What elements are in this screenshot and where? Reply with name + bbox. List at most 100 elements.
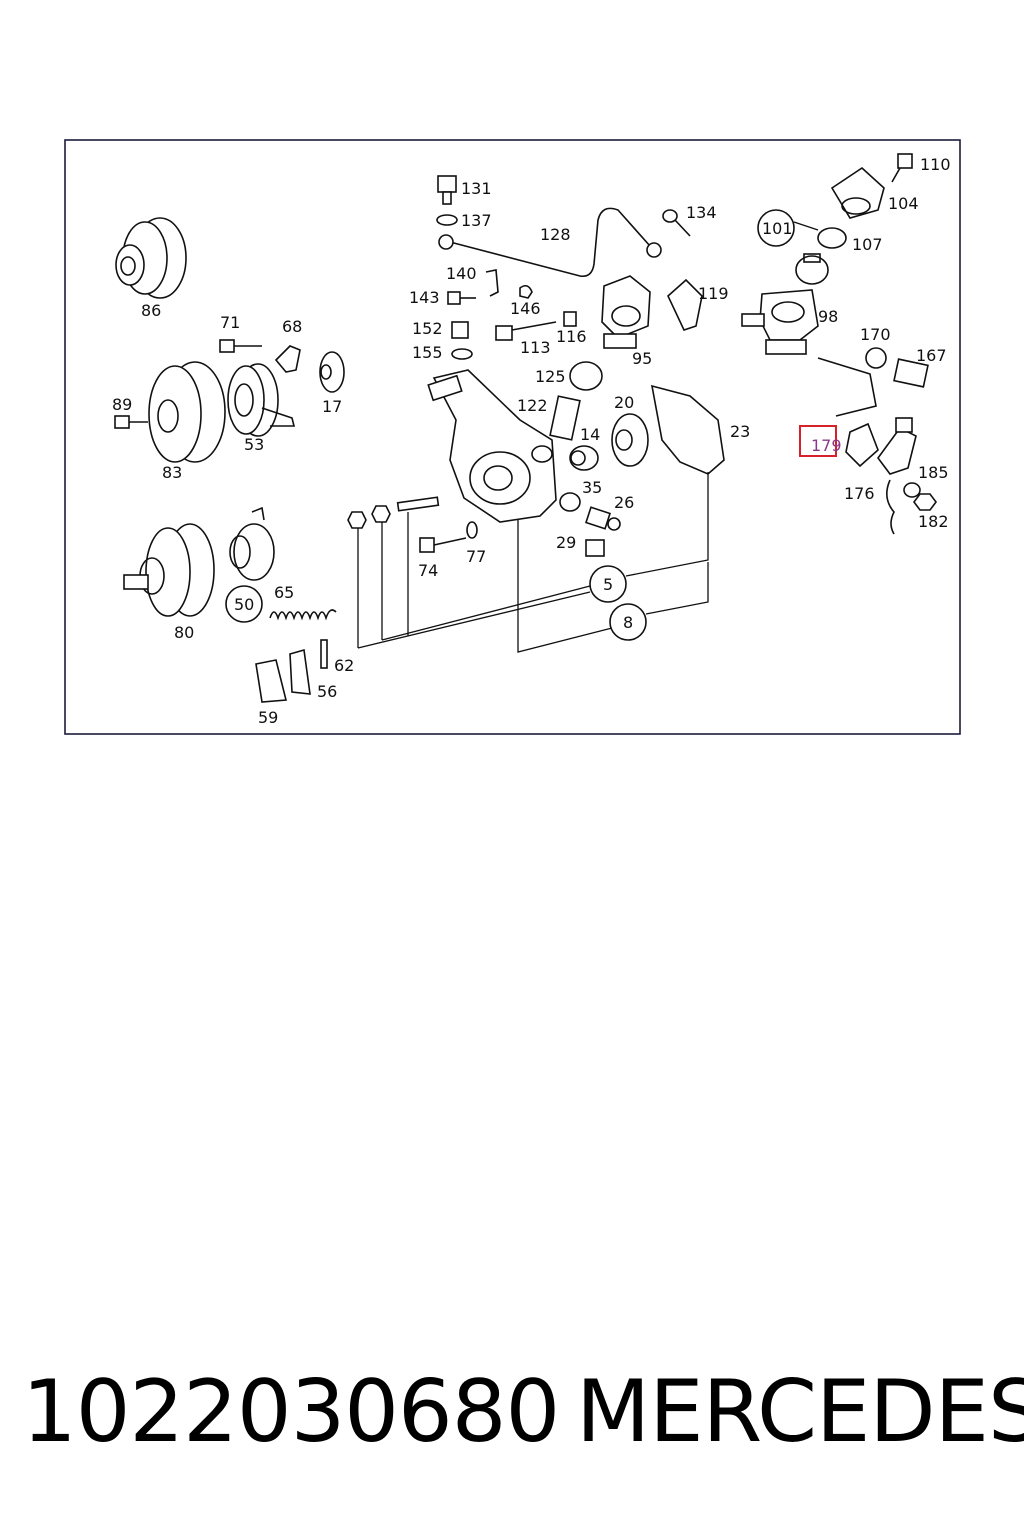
part-131-banjo-bolt-icon [437, 175, 457, 205]
callout-122: 122 [517, 396, 548, 415]
part-14-bushing-icon [569, 445, 599, 471]
part-26-fitting-icon [585, 506, 621, 531]
callout-137: 137 [461, 211, 492, 230]
callout-113: 113 [520, 338, 551, 357]
callout-56: 56 [317, 682, 337, 701]
callout-53: 53 [244, 435, 264, 454]
callout-29: 29 [556, 533, 576, 552]
part-143-bolt-icon [447, 291, 476, 305]
callout-26: 26 [614, 493, 634, 512]
part-134-fitting-icon [662, 209, 691, 237]
kit-bracket-5 [357, 472, 709, 649]
part-122-hose-icon [549, 395, 581, 441]
callout-17: 17 [322, 397, 342, 416]
part-74-bolt-icon [419, 537, 467, 553]
part-65-idler-icon [229, 506, 275, 581]
callout-101: 101 [762, 219, 793, 238]
callout-8: 8 [623, 613, 633, 632]
callout-131: 131 [461, 179, 492, 198]
callout-20: 20 [614, 393, 634, 412]
callout-176: 176 [844, 484, 875, 503]
callout-185: 185 [918, 463, 949, 482]
part-140-clip-icon [485, 269, 499, 297]
part-86-pulley-icon [115, 217, 187, 299]
part-83-pulley-icon [148, 361, 226, 463]
diagram-frame [64, 139, 961, 735]
callout-182: 182 [918, 512, 949, 531]
part-119-gasket-icon [667, 278, 703, 331]
callout-89: 89 [112, 395, 132, 414]
callout-128: 128 [540, 225, 571, 244]
part-152-plug-icon [451, 321, 469, 339]
callout-146: 146 [510, 299, 541, 318]
part-125-clamp-icon [569, 361, 603, 391]
part-167-fitting-icon [893, 358, 929, 388]
callout-107: 107 [852, 235, 883, 254]
callout-labels: 86 71 68 89 17 83 53 131 137 128 134 110… [112, 155, 951, 727]
part-number: 1022030680 [22, 1362, 560, 1462]
part-35-seal-icon [559, 492, 581, 512]
callout-23: 23 [730, 422, 750, 441]
parts-diagram: 86 71 68 89 17 83 53 131 137 128 134 110… [64, 139, 961, 735]
callout-14: 14 [580, 425, 600, 444]
part-182-nut-icon [913, 493, 937, 511]
kit-bracket-8 [517, 520, 709, 653]
part-71-bolt-icon [219, 339, 262, 353]
brand-name: MERCEDES [576, 1362, 1024, 1462]
part-110-bolt-icon [891, 153, 913, 183]
callout-circle-101 [757, 209, 795, 247]
water-pump-assembly-icon [427, 369, 557, 523]
part-56-bracket-icon [289, 648, 311, 695]
part-104-thermostat-housing-icon [830, 166, 885, 219]
callout-98: 98 [818, 307, 838, 326]
part-77-washer-icon [466, 521, 478, 539]
callout-110: 110 [920, 155, 951, 174]
callout-circle-50 [225, 585, 263, 623]
part-thermostat-icon [795, 253, 829, 285]
callout-119: 119 [698, 284, 729, 303]
callout-155: 155 [412, 343, 443, 362]
part-170-ring-icon [865, 347, 887, 369]
part-107-o-ring-icon [817, 227, 847, 249]
part-113-bolt-icon [495, 321, 557, 341]
callout-167: 167 [916, 346, 947, 365]
callout-50: 50 [234, 595, 254, 614]
callout-104: 104 [888, 194, 919, 213]
part-98-housing-icon [741, 289, 819, 355]
part-temperature-sensor-icon [877, 417, 917, 535]
callout-77: 77 [466, 547, 486, 566]
part-29-plug-icon [585, 539, 605, 557]
callout-35: 35 [582, 478, 602, 497]
callout-179: 179 [811, 436, 842, 455]
callout-95: 95 [632, 349, 652, 368]
callout-116: 116 [556, 327, 587, 346]
part-68-bracket-icon [274, 345, 301, 373]
callout-74: 74 [418, 561, 438, 580]
stud-icon [396, 496, 440, 512]
part-146-clip-icon [519, 284, 533, 299]
callout-5: 5 [603, 575, 613, 594]
callout-170: 170 [860, 325, 891, 344]
callout-80: 80 [174, 623, 194, 642]
nut-icon [347, 511, 367, 529]
callout-71: 71 [220, 313, 240, 332]
part-53-tensioner-icon [227, 363, 296, 437]
part-179-pipe-icon [817, 357, 877, 417]
part-116-sleeve-icon [563, 311, 577, 327]
callout-86: 86 [141, 301, 161, 320]
callout-65: 65 [274, 583, 294, 602]
callout-circle-8 [609, 603, 647, 641]
callout-circle-5 [589, 565, 627, 603]
washer-nut-icon [371, 505, 391, 523]
caption: 1022030680 MERCEDES [0, 1362, 1024, 1472]
part-59-bracket-icon [255, 659, 288, 703]
part-95-housing-icon [601, 275, 651, 349]
part-176-gasket-icon [845, 422, 879, 468]
part-155-washer-icon [451, 348, 473, 360]
part-23-gasket-icon [650, 384, 725, 475]
part-tension-spring-icon [269, 609, 337, 621]
callout-59: 59 [258, 708, 278, 727]
callout-152: 152 [412, 319, 443, 338]
part-185-seal-icon [903, 482, 921, 498]
part-89-bolt-icon [114, 415, 148, 429]
